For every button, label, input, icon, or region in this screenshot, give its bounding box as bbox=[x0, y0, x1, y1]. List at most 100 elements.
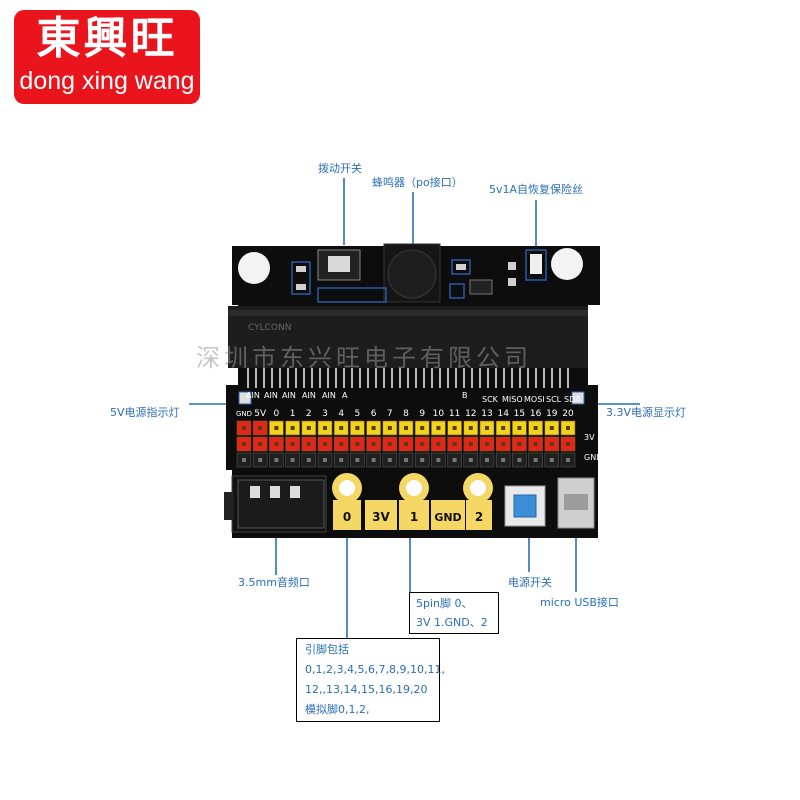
header-pin-gnd bbox=[269, 452, 284, 468]
header-pin-vcc bbox=[236, 436, 252, 452]
pin-number-7: 7 bbox=[387, 409, 393, 419]
header-pin-signal bbox=[560, 420, 576, 436]
toggle-switch-knob bbox=[328, 256, 350, 272]
button-a-label: A bbox=[342, 391, 348, 400]
pin-number-14: 14 bbox=[497, 409, 509, 419]
pin-number-15: 15 bbox=[514, 409, 525, 419]
brand-logo: 東興旺 dong xing wang bbox=[14, 10, 200, 104]
pin-number-19: 19 bbox=[546, 409, 558, 419]
pad-label-0: 0 bbox=[343, 510, 351, 524]
pin-number-2: 2 bbox=[306, 409, 312, 419]
brand-name-cn: 東興旺 bbox=[36, 13, 178, 64]
header-pin-vcc bbox=[560, 436, 576, 452]
pin-number-11: 11 bbox=[449, 409, 460, 419]
pad-0 bbox=[333, 500, 361, 530]
header-pin-gnd bbox=[512, 452, 527, 468]
header-pin-signal bbox=[414, 420, 430, 436]
pad-1 bbox=[399, 500, 429, 530]
header-pin-vcc bbox=[301, 436, 317, 452]
header-pin-gnd bbox=[479, 452, 495, 468]
header-pin-signal bbox=[333, 420, 349, 436]
header-pin-gnd bbox=[382, 452, 398, 468]
ain-label-2: AIN bbox=[282, 391, 296, 400]
header-pin-vcc bbox=[544, 436, 560, 452]
miso-label: MISO bbox=[502, 395, 523, 404]
pad-label-3v: 3V bbox=[372, 510, 390, 524]
ain-label-3: AIN bbox=[302, 391, 316, 400]
label-micro-usb: micro USB接口 bbox=[540, 596, 619, 609]
header-pin-vcc bbox=[366, 436, 381, 452]
pin-number-8: 8 bbox=[403, 409, 409, 419]
header-pin-signal bbox=[479, 420, 495, 436]
header-pin-vcc bbox=[447, 436, 462, 452]
pin-number-1: 1 bbox=[290, 409, 296, 419]
header-pin-gnd bbox=[560, 452, 576, 468]
header-pin-signal bbox=[528, 420, 543, 436]
header-pin-gnd bbox=[301, 452, 317, 468]
header-pin-gnd bbox=[447, 452, 462, 468]
led-5v bbox=[238, 391, 252, 405]
pin-number-10: 10 bbox=[433, 409, 445, 419]
header-pin-gnd bbox=[495, 452, 511, 468]
header-pin-signal bbox=[252, 420, 268, 436]
header-pin-vcc bbox=[414, 436, 430, 452]
connector-brand: CYLCONN bbox=[248, 323, 291, 333]
header-pin-signal bbox=[382, 420, 398, 436]
label-33v-led: 3.3V电源显示灯 bbox=[606, 406, 687, 419]
pin-number-4: 4 bbox=[338, 409, 344, 419]
info-box-5pin-line2: 3V 1.GND、2 bbox=[416, 616, 488, 629]
pin-headers bbox=[236, 420, 576, 468]
scl-label: SCL bbox=[546, 395, 562, 404]
side-gnd-label: GND bbox=[584, 453, 602, 462]
header-pin-vcc bbox=[479, 436, 495, 452]
header-pin-signal bbox=[431, 420, 446, 436]
pad-label-gnd: GND bbox=[434, 511, 461, 524]
pad-label-1: 1 bbox=[410, 510, 418, 524]
pin-number-5: 5 bbox=[355, 409, 361, 419]
header-pin-signal bbox=[301, 420, 317, 436]
watermark: 深圳市东兴旺电子有限公司 bbox=[196, 344, 532, 372]
header-pin-gnd bbox=[463, 452, 479, 468]
header-pin-gnd bbox=[350, 452, 365, 468]
header-pin-signal bbox=[366, 420, 381, 436]
header-pin-signal bbox=[317, 420, 333, 436]
header-pin-gnd bbox=[252, 452, 268, 468]
pin-number-13: 13 bbox=[481, 409, 492, 419]
sda-label: SDA bbox=[564, 395, 581, 404]
pin-number-gnd: GND bbox=[236, 410, 252, 418]
label-toggle-switch: 拨动开关 bbox=[318, 162, 362, 175]
header-pin-signal bbox=[285, 420, 300, 436]
header-pin-vcc bbox=[512, 436, 527, 452]
header-pin-gnd bbox=[285, 452, 300, 468]
pad-label-2: 2 bbox=[475, 510, 483, 524]
pin-number-6: 6 bbox=[371, 409, 377, 419]
header-pin-gnd bbox=[333, 452, 349, 468]
header-pin-vcc bbox=[382, 436, 398, 452]
header-pin-vcc bbox=[317, 436, 333, 452]
edge-connector bbox=[228, 306, 588, 368]
mount-hole-right bbox=[551, 248, 583, 280]
side-3v-label: 3V bbox=[584, 433, 595, 442]
label-5v-led: 5V电源指示灯 bbox=[110, 406, 180, 419]
info-box-pins-line1: 引脚包括 bbox=[305, 643, 349, 656]
ain-label-0: AIN bbox=[246, 391, 260, 400]
pin-number-0: 0 bbox=[274, 409, 280, 419]
header-pin-gnd bbox=[414, 452, 430, 468]
header-pin-signal bbox=[269, 420, 284, 436]
brand-name-en: dong xing wang bbox=[19, 67, 195, 95]
label-buzzer: 蜂鸣器（po接口） bbox=[372, 176, 463, 189]
header-pin-vcc bbox=[252, 436, 268, 452]
header-pin-vcc bbox=[528, 436, 543, 452]
label-power-switch: 电源开关 bbox=[508, 576, 552, 589]
header-pin-vcc bbox=[495, 436, 511, 452]
header-pin-signal bbox=[544, 420, 560, 436]
power-button-cap bbox=[513, 494, 537, 518]
header-pin-signal bbox=[495, 420, 511, 436]
header-pin-gnd bbox=[544, 452, 560, 468]
pad-2 bbox=[466, 500, 492, 530]
header-pin-signal bbox=[350, 420, 365, 436]
header-pin-signal bbox=[236, 420, 252, 436]
pad-gnd bbox=[431, 500, 465, 530]
